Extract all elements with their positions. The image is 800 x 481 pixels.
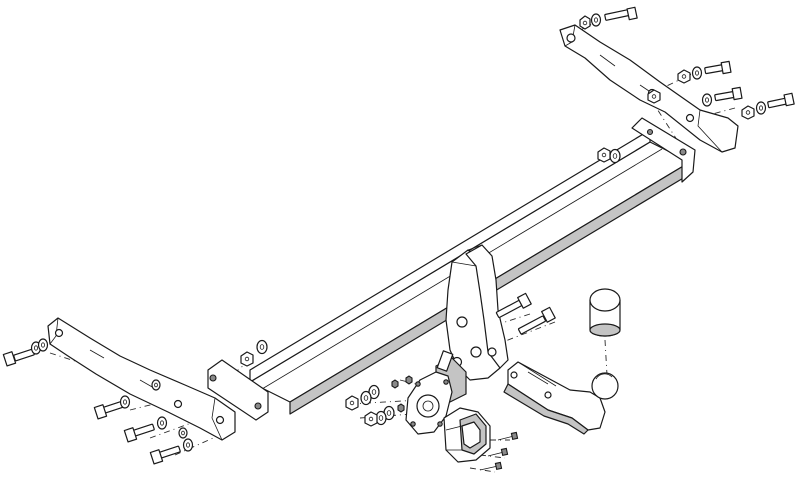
screw xyxy=(497,431,519,441)
washer xyxy=(37,338,49,352)
bolt xyxy=(704,60,732,75)
bolt xyxy=(93,400,125,420)
bolt xyxy=(149,445,181,465)
bolt xyxy=(123,423,155,443)
left-bracket-hardware xyxy=(2,338,194,465)
bolt xyxy=(517,306,556,335)
washer xyxy=(151,379,161,391)
bolt xyxy=(604,6,638,21)
nut xyxy=(741,105,755,120)
small-nut xyxy=(405,375,413,385)
socket-hardware xyxy=(345,375,413,427)
screw xyxy=(487,447,509,457)
socket-plate xyxy=(405,350,467,435)
nut xyxy=(240,351,254,367)
bolt xyxy=(767,92,795,109)
washer xyxy=(691,66,703,80)
washer xyxy=(609,148,621,164)
washer xyxy=(256,339,268,355)
bolt xyxy=(2,348,35,367)
nut xyxy=(364,411,378,427)
washer xyxy=(375,410,387,426)
nut xyxy=(579,15,591,30)
screw xyxy=(479,461,503,471)
bolt xyxy=(714,86,743,102)
tow-ball-neck xyxy=(503,361,619,435)
left-side-bracket xyxy=(47,317,236,441)
washer xyxy=(178,427,188,439)
washer xyxy=(119,395,131,409)
washer xyxy=(156,416,168,430)
bracket-tab xyxy=(436,350,454,372)
center-bolts xyxy=(495,292,556,335)
electrical-socket xyxy=(443,407,519,471)
nut xyxy=(677,69,691,84)
washer xyxy=(182,438,194,452)
small-nut xyxy=(397,403,405,413)
small-nut xyxy=(391,379,399,389)
nut xyxy=(647,89,661,104)
nut xyxy=(597,147,611,163)
washer xyxy=(360,390,372,406)
tow-ball-cover xyxy=(589,288,621,337)
bolt xyxy=(495,292,532,318)
nut xyxy=(345,395,359,411)
washer xyxy=(590,13,602,27)
right-bracket-hardware xyxy=(579,6,795,120)
right-side-bracket xyxy=(559,24,739,153)
center-mount-plate xyxy=(445,244,509,381)
washer xyxy=(755,101,767,115)
washer xyxy=(701,93,713,107)
tow-ball xyxy=(591,372,619,400)
washer xyxy=(383,405,395,421)
